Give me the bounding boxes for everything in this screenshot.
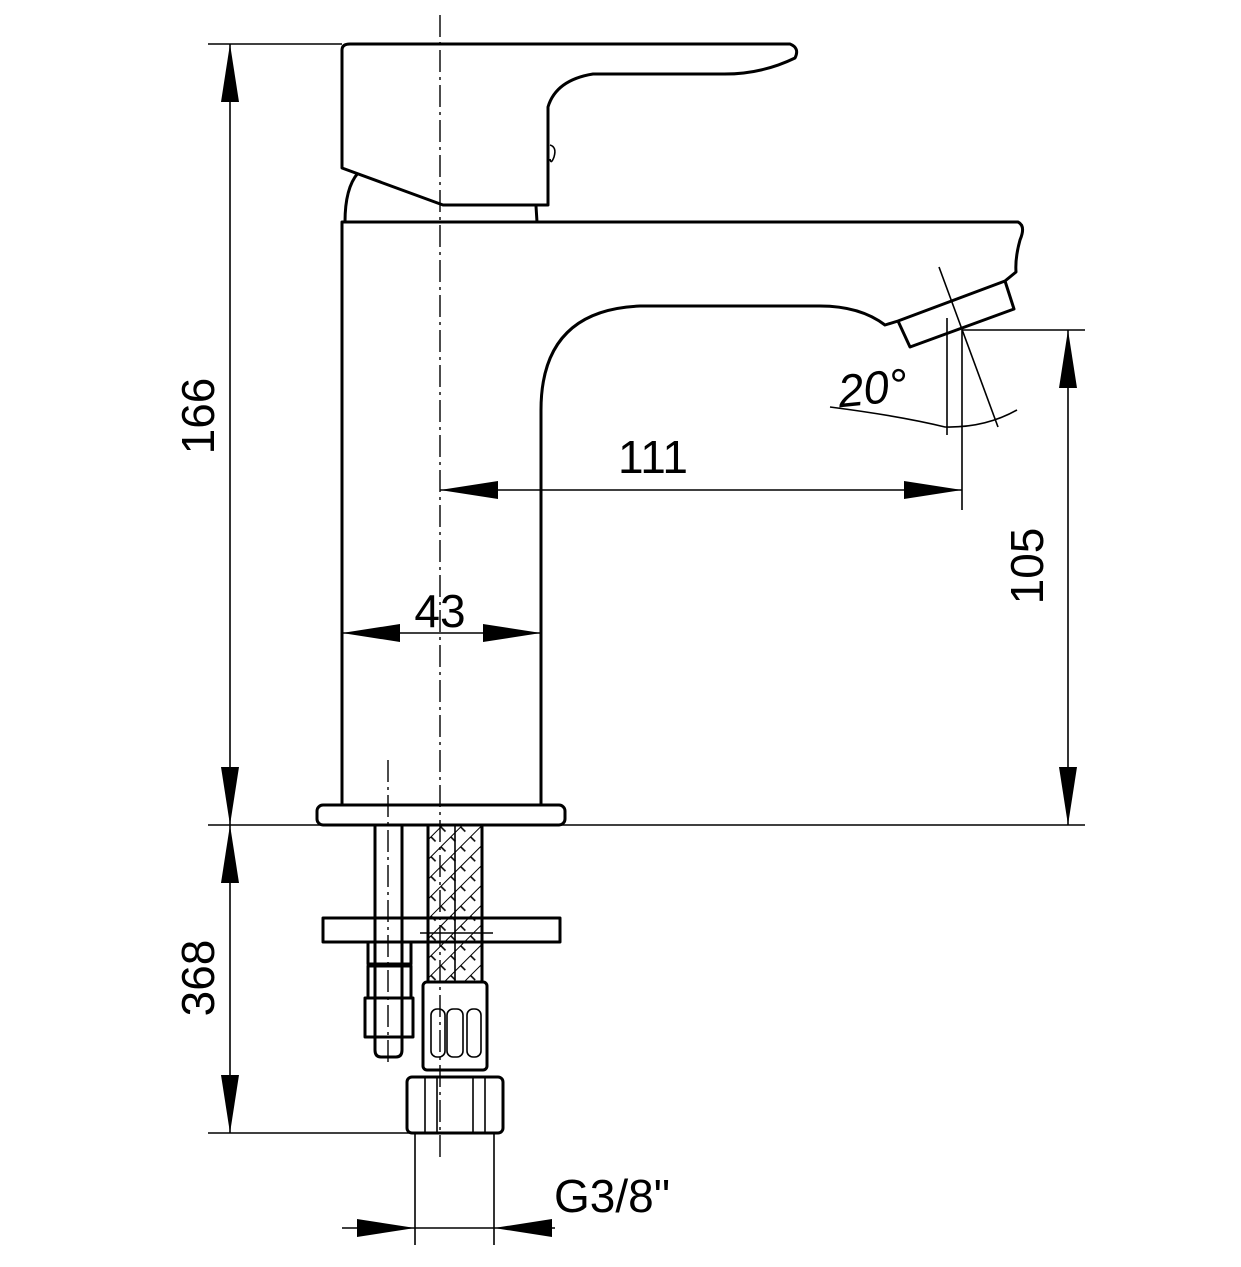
- dim-spout-height: 105: [1001, 528, 1053, 605]
- mounting-rod: [363, 825, 415, 1059]
- hex-nut: [405, 1075, 505, 1135]
- dim-body-width: 43: [414, 585, 465, 637]
- flex-hose: [420, 823, 493, 1072]
- dim-connection-thread: G3/8": [554, 1170, 670, 1222]
- dimension-spout-height: 105: [962, 329, 1085, 825]
- lever-handle: [340, 42, 799, 207]
- faucet-body: [340, 220, 1025, 805]
- dimension-spout-reach: 111: [440, 330, 963, 510]
- dim-spout-angle: 20°: [834, 358, 910, 417]
- dim-spout-reach: 111: [618, 431, 688, 483]
- handle-screw: [549, 144, 556, 163]
- dim-hose-length: 368: [172, 940, 224, 1017]
- dimension-height: 166 368: [172, 43, 1085, 1134]
- dimension-spout-angle: 20°: [829, 266, 1018, 435]
- dim-total-height: 166: [172, 378, 224, 455]
- handle-cap-right: [534, 205, 539, 223]
- base-plate: [315, 803, 567, 827]
- dimension-body-width: 43: [342, 585, 541, 642]
- dimension-thread: G3/8": [342, 1133, 670, 1245]
- handle-cap-left: [343, 172, 360, 223]
